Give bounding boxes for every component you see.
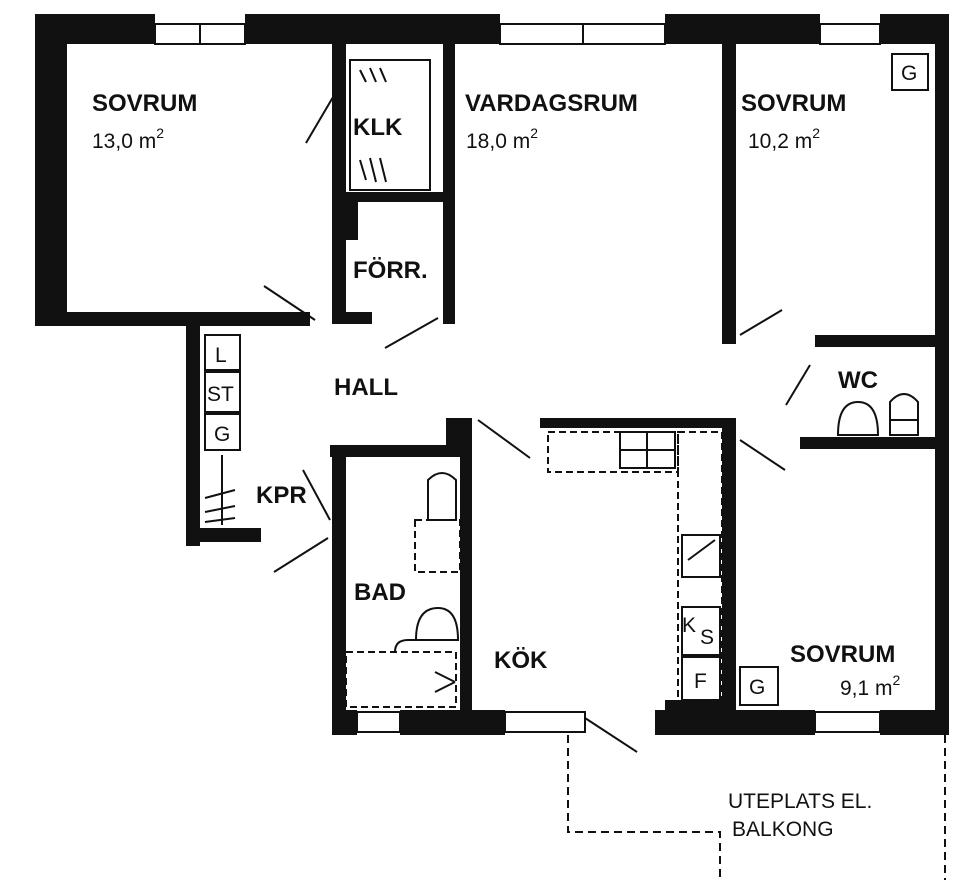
kitchen-fixtures [547,431,723,703]
g-box-top-label: G [901,62,917,85]
door-swings [263,91,811,753]
st-box-label: ST [207,383,234,406]
bathroom-fixtures [345,472,461,708]
sovrum1-label: SOVRUM [92,90,197,117]
wc-fixtures [836,393,919,436]
klk-wardrobe [349,59,431,191]
sovrum2-area: 10,2 m2 [748,125,820,153]
l-box-label: L [215,344,227,367]
hall-label: HALL [334,374,398,401]
outdoor-outline [567,735,946,880]
forr-label: FÖRR. [353,257,428,284]
storage-column [204,334,241,525]
sovrum3-area: 9,1 m2 [840,672,901,700]
bad-label: BAD [354,579,406,606]
s-label: S [700,626,714,649]
sovrum2-label: SOVRUM [741,90,846,117]
wc-label: WC [838,367,878,394]
interior-walls [330,44,935,735]
g-box-bottom-label: G [749,676,765,699]
klk-label: KLK [353,114,403,141]
k-label: K [682,614,696,637]
outer-walls [35,14,949,735]
uteplats-label-line1: UTEPLATS EL. [728,790,872,813]
kpr-label: KPR [256,482,307,509]
vardagsrum-label: VARDAGSRUM [465,90,638,117]
sovrum3-label: SOVRUM [790,641,895,668]
window-frames [154,23,881,733]
vardagsrum-area: 18,0 m2 [466,125,538,153]
g-box-left-label: G [214,423,230,446]
f-box-label: F [694,670,707,693]
uteplats-label-line2: BALKONG [732,818,834,841]
sovrum1-area: 13,0 m2 [92,125,164,153]
kok-label: KÖK [494,647,548,674]
corner-boxes [739,53,929,706]
